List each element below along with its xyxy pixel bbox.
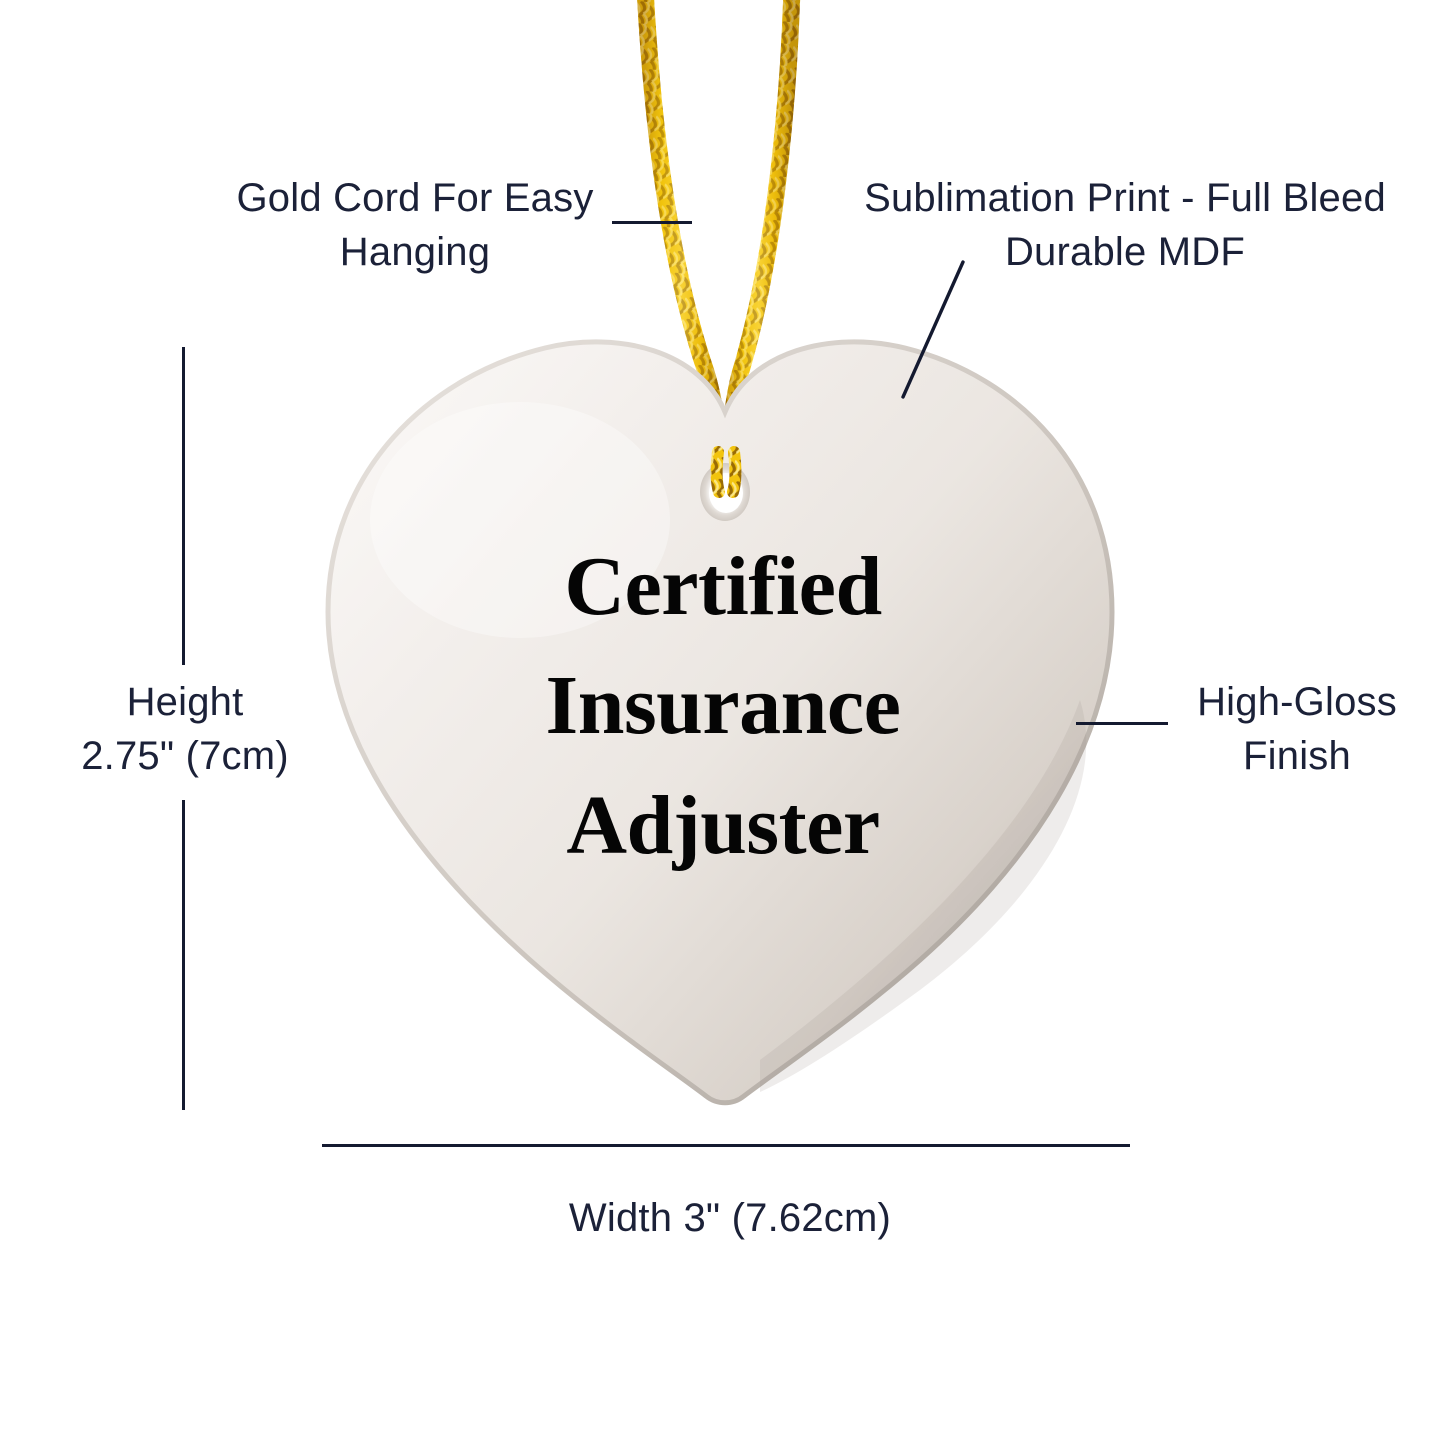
heart-body [325,339,1115,1106]
annotation-gold-cord: Gold Cord For Easy Hanging [236,176,594,274]
imprint-line-1: Certified [564,540,882,633]
height-dimension-line-lower [182,800,185,1110]
annotation-sublimation-print: Sublimation Print - Full Bleed Durable M… [864,176,1386,274]
annotation-high-gloss-finish: High-Gloss Finish [1197,680,1397,778]
ornament-imprint-text: Certified Insurance Adjuster [398,527,1048,885]
high-gloss-leader-line [1076,722,1168,725]
gold-cord-leader-line [612,221,692,224]
height-dimension-line-upper [182,347,185,665]
gold-cord-loop [710,446,742,498]
imprint-line-3: Adjuster [566,778,880,872]
width-dimension-line [322,1144,1130,1147]
imprint-line-2: Insurance [545,659,901,753]
annotation-height-dimension: Height 2.75" (7cm) [81,680,289,778]
annotation-width-dimension: Width 3" (7.62cm) [568,1196,892,1240]
